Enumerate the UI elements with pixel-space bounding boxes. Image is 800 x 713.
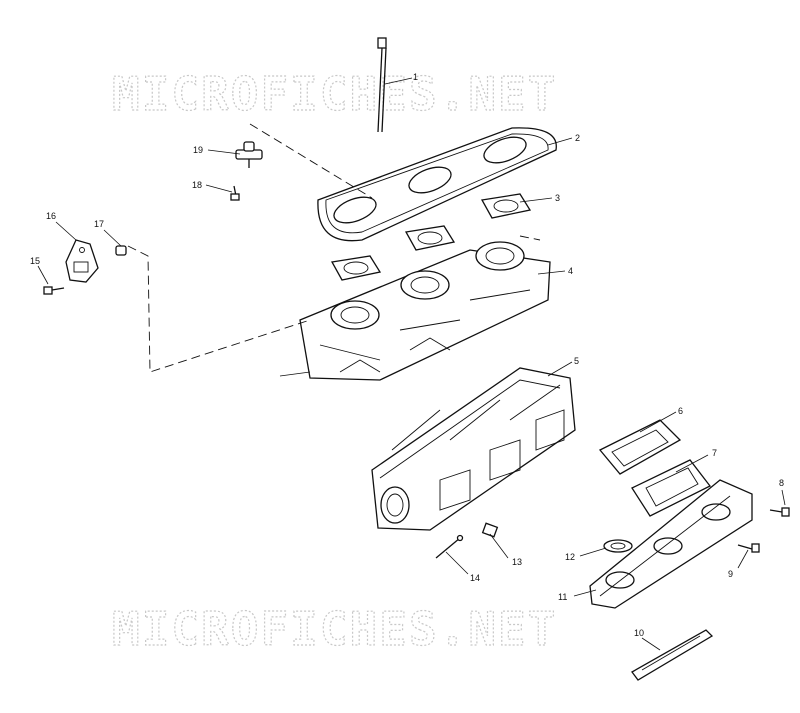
callout-9: 9 (728, 569, 733, 579)
part-cover-plate (317, 127, 557, 242)
watermark-bottom: MICROFICHES.NET (112, 602, 557, 656)
part-fitting (235, 141, 263, 168)
assembly-line-left (127, 245, 311, 373)
callout-6: 6 (678, 406, 683, 416)
callout-16: 16 (46, 211, 56, 221)
assembly-line-upper (249, 123, 373, 199)
part-intake-manifold (589, 479, 753, 609)
part-spacer (631, 459, 711, 517)
callout-11: 11 (558, 592, 567, 602)
part-sensor-bracket (65, 239, 99, 283)
part-gasket-small (603, 539, 633, 553)
callout-7: 7 (712, 448, 717, 458)
part-screw-9 (737, 543, 760, 553)
callout-17: 17 (94, 219, 104, 229)
part-pin (435, 534, 464, 559)
callout-12: 12 (565, 552, 575, 562)
part-bushing (481, 522, 499, 538)
callout-3: 3 (555, 193, 560, 203)
leader-lines (37, 77, 786, 651)
callout-4: 4 (568, 266, 573, 276)
callout-18: 18 (192, 180, 202, 190)
callout-10: 10 (634, 628, 644, 638)
callout-1: 1 (413, 72, 418, 82)
part-reed-valve (598, 419, 682, 475)
part-strap (631, 629, 714, 681)
part-carburetor-bank (299, 241, 551, 381)
callout-5: 5 (574, 356, 579, 366)
callout-15: 15 (30, 256, 40, 266)
part-cylinder-block (371, 367, 576, 531)
part-cap (115, 245, 127, 256)
callout-19: 19 (193, 145, 203, 155)
part-bolt-15 (43, 286, 65, 295)
assembly-line-carb (519, 235, 541, 241)
callout-2: 2 (575, 133, 580, 143)
part-screw-18 (230, 185, 240, 201)
callout-14: 14 (470, 573, 480, 583)
part-gaskets (330, 193, 532, 281)
part-screw-8 (769, 507, 790, 517)
callout-13: 13 (512, 557, 522, 567)
part-rod (377, 37, 387, 133)
watermark-top: MICROFICHES.NET (112, 67, 557, 121)
callout-8: 8 (779, 478, 784, 488)
